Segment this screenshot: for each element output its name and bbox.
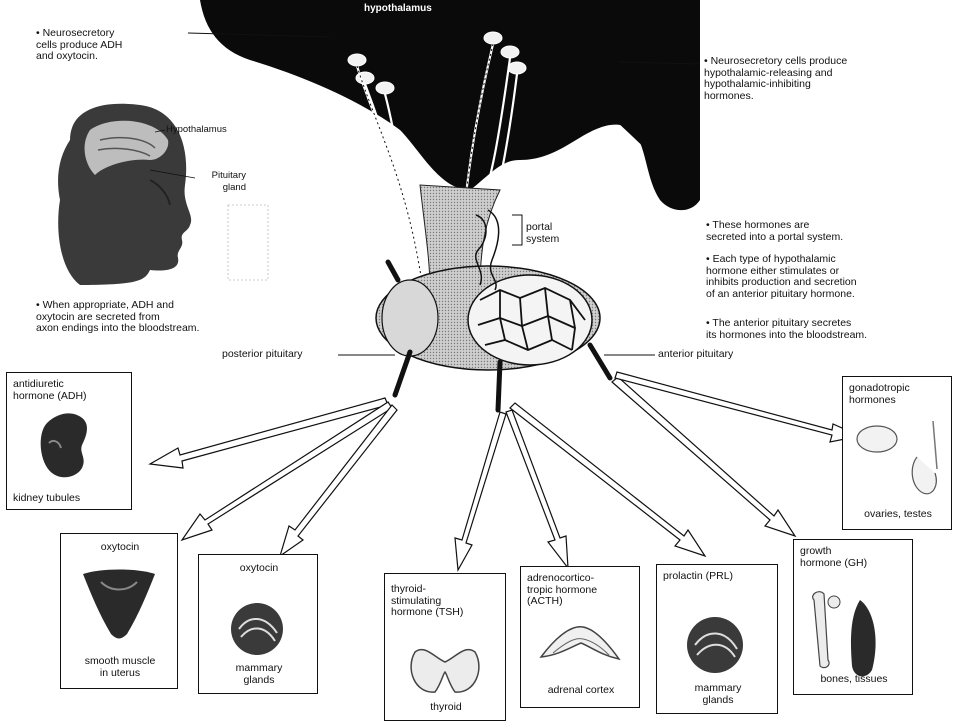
hypothalamus-title: hypothalamus [364,3,432,14]
note-neurosecretory-releasing: • Neurosecretory cells produce hypothala… [704,56,914,102]
label-anterior-pituitary: anterior pituitary [658,349,733,361]
target-box-oxytocin-mammary: oxytocin mammary glands [198,554,318,694]
target-box-oxytocin-uterus: oxytocin smooth muscle in uterus [60,533,178,689]
zoom-frame [228,205,268,280]
bone-muscle-icon [794,540,912,694]
organ-label: bones, tissues [800,674,908,686]
note-hormone-types: • Each type of hypothalamic hormone eith… [706,254,946,300]
label-posterior-pituitary: posterior pituitary [222,349,303,361]
target-box-gh: growth hormone (GH) bones, tissues [793,539,913,695]
note-adh-secreted: • When appropriate, ADH and oxytocin are… [36,300,306,335]
target-box-tsh: thyroid- stimulating hormone (TSH) thyro… [384,573,506,721]
posterior-lobe [382,280,438,356]
target-box-prl: prolactin (PRL) mammary glands [656,564,778,714]
organ-label: ovaries, testes [849,509,947,521]
target-box-adh: antidiuretic hormone (ADH) kidney tubule… [6,372,132,510]
gonad-icon [843,377,951,529]
note-portal-secreted: • These hormones are secreted into a por… [706,220,936,243]
thyroid-icon [385,574,505,720]
organ-label: thyroid [391,702,501,714]
organ-label: kidney tubules [13,493,127,505]
label-portal-system: portal system [526,222,559,245]
organ-label: mammary glands [205,663,313,686]
head-label-hypothalamus: Hypothalamus [166,124,227,136]
target-box-acth: adrenocortico- tropic hormone (ACTH) adr… [520,566,640,708]
head-label-pituitary: Pituitary gland [196,170,246,193]
target-box-gonadotropic: gonadotropic hormones ovaries, testes [842,376,952,530]
note-anterior-secretes: • The anterior pituitary secretes its ho… [706,318,951,341]
organ-label: smooth muscle in uterus [67,656,173,679]
hypothalamus-mass [200,0,700,210]
kidney-icon [7,373,131,509]
portal-bracket [512,215,522,245]
note-neurosecretory-adh: • Neurosecretory cells produce ADH and o… [36,28,196,63]
organ-label: mammary glands [663,683,773,706]
organ-label: adrenal cortex [527,685,635,697]
hormone-arrows [150,372,860,570]
